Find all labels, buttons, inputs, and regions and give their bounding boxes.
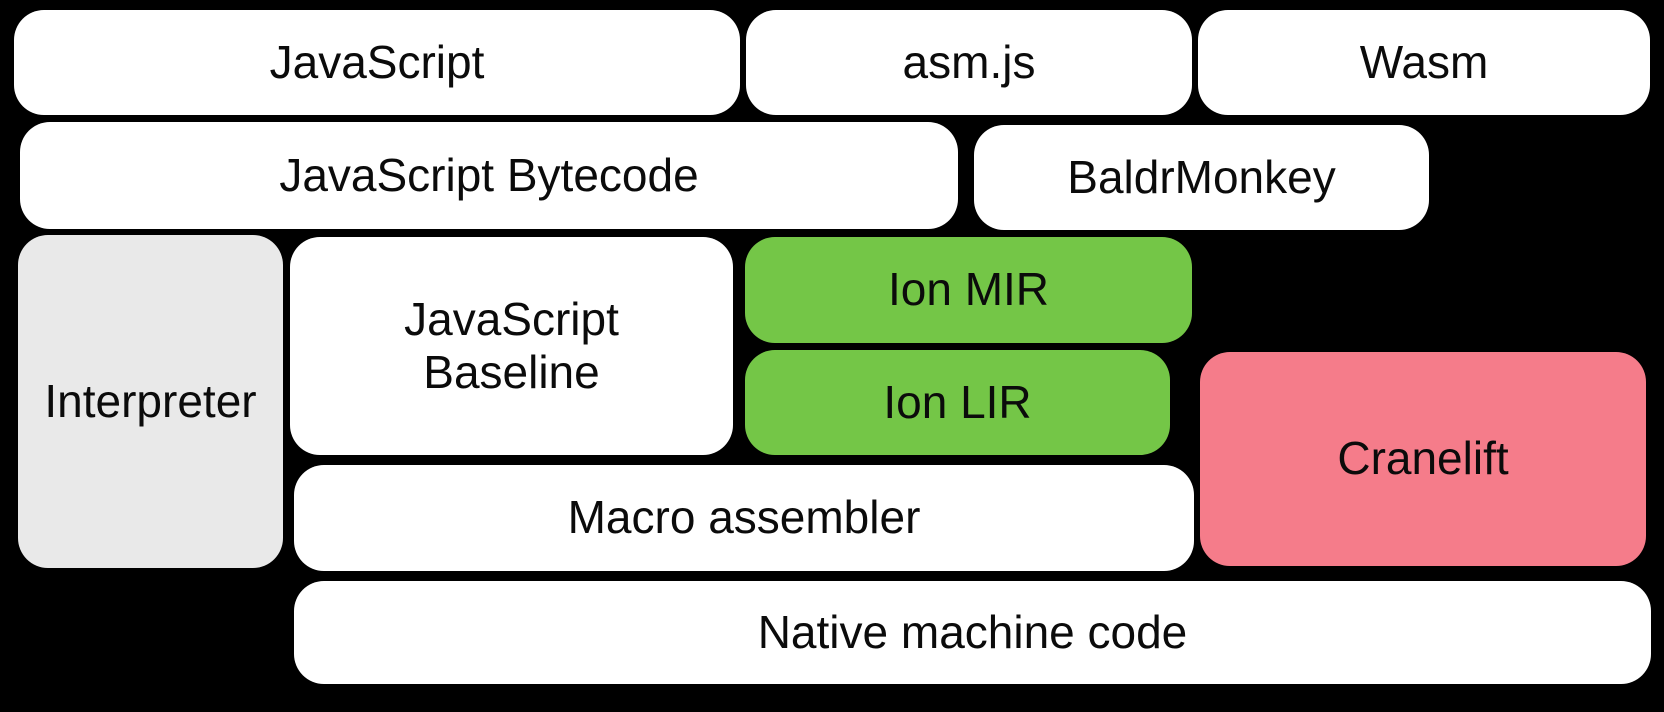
block-ion-mir: Ion MIR	[745, 237, 1192, 343]
block-javascript-baseline-label: JavaScript Baseline	[404, 292, 619, 398]
block-native-machine-code-label: Native machine code	[757, 605, 1188, 658]
block-wasm-label: Wasm	[1359, 35, 1489, 88]
block-baldrmonkey-label: BaldrMonkey	[1067, 150, 1336, 203]
block-javascript-baseline: JavaScript Baseline	[290, 237, 733, 455]
block-macro-assembler: Macro assembler	[294, 465, 1194, 571]
block-macro-assembler-label: Macro assembler	[567, 491, 921, 544]
block-javascript: JavaScript	[14, 10, 740, 115]
block-interpreter: Interpreter	[18, 235, 283, 568]
block-ion-lir: Ion LIR	[745, 350, 1170, 455]
block-native-machine-code: Native machine code	[294, 581, 1651, 684]
block-ion-mir-label: Ion MIR	[887, 263, 1050, 316]
block-asmjs-label: asm.js	[902, 35, 1036, 88]
block-wasm: Wasm	[1198, 10, 1650, 115]
block-ion-lir-label: Ion LIR	[883, 375, 1032, 428]
block-javascript-label: JavaScript	[269, 35, 485, 88]
block-cranelift-label: Cranelift	[1337, 432, 1509, 485]
block-asmjs: asm.js	[746, 10, 1192, 115]
block-javascript-bytecode-label: JavaScript Bytecode	[279, 148, 699, 201]
block-cranelift: Cranelift	[1200, 352, 1646, 566]
block-javascript-bytecode: JavaScript Bytecode	[20, 122, 958, 229]
block-baldrmonkey: BaldrMonkey	[974, 125, 1429, 230]
block-interpreter-label: Interpreter	[44, 374, 257, 427]
